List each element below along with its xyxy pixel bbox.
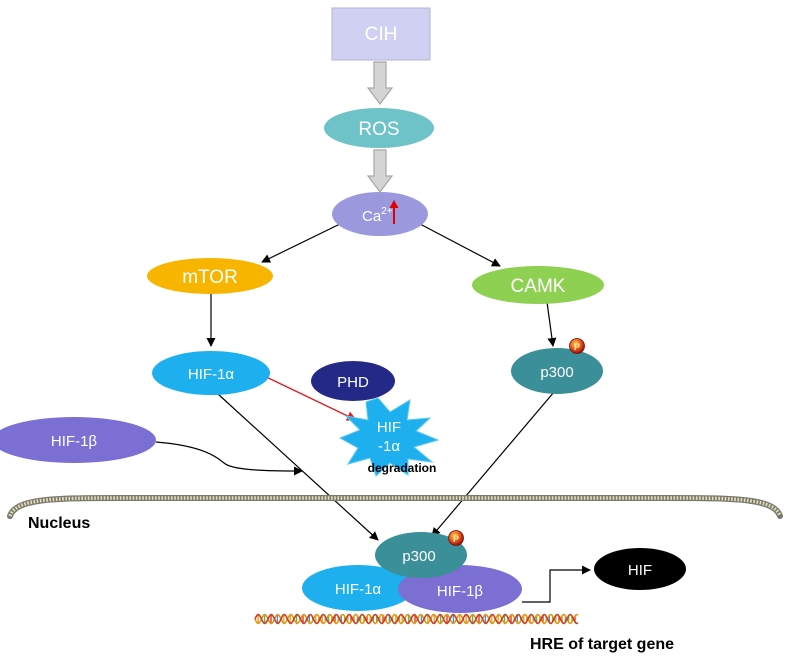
arrow-complex-hif xyxy=(522,565,591,603)
dna-backbone xyxy=(254,613,579,625)
hif-degradation-burst[interactable]: HIF -1α xyxy=(338,397,440,477)
p300-label: p300 xyxy=(540,364,573,381)
arrow-hif1b-degradation xyxy=(155,441,303,476)
hre-label: HRE of target gene xyxy=(530,636,674,653)
svg-text:P: P xyxy=(453,534,459,544)
complex-p300-label: p300 xyxy=(402,548,435,565)
complex-phospho-marker-icon: P xyxy=(448,530,464,546)
arrow-hif1a-degradation[interactable] xyxy=(259,373,357,421)
arrow-camk-p300 xyxy=(546,301,557,347)
hif-output-label: HIF xyxy=(628,562,652,579)
arrow-p300-complex xyxy=(431,391,555,537)
cih-label: CIH xyxy=(365,24,398,45)
block-arrow-cih-ros xyxy=(366,61,394,105)
degradation-label: degradation xyxy=(368,461,437,475)
hif1b-label: HIF-1β xyxy=(51,433,98,450)
p300-node[interactable]: p300 xyxy=(511,348,603,394)
phd-node[interactable]: PHD xyxy=(311,361,395,401)
hif1b-node[interactable]: HIF-1β xyxy=(0,417,156,463)
block-arrow-ros-calcium xyxy=(366,149,394,193)
mtor-label: mTOR xyxy=(182,267,238,288)
calcium-node[interactable]: Ca2+ xyxy=(332,192,428,236)
arrow-hif1a-complex xyxy=(217,393,379,541)
hif-output-node[interactable]: HIF xyxy=(594,548,686,590)
camk-node[interactable]: CAMK xyxy=(472,266,604,304)
dna-backbone xyxy=(254,613,579,625)
nucleus-label: Nucleus xyxy=(28,515,90,532)
arrow-calcium-camk xyxy=(419,223,501,267)
ros-label: ROS xyxy=(358,119,399,140)
complex-hif1a-label: HIF-1α xyxy=(335,581,382,598)
hif-degraded-label-line2: -1α xyxy=(378,438,400,455)
up-arrow-icon xyxy=(389,200,399,224)
complex-p300-node[interactable]: p300 xyxy=(375,532,467,578)
hif-degraded-label-line1: HIF xyxy=(377,419,401,436)
complex-hif1b-label: HIF-1β xyxy=(437,583,484,600)
ros-node[interactable]: ROS xyxy=(324,108,434,148)
camk-label: CAMK xyxy=(511,276,566,297)
arrow-calcium-mtor xyxy=(261,223,341,263)
hif1a-node[interactable]: HIF-1α xyxy=(152,351,270,395)
dna-strand xyxy=(254,613,579,625)
hif1a-label: HIF-1α xyxy=(188,366,235,383)
calcium-label: Ca2+ xyxy=(362,206,393,225)
phospho-marker-icon: P xyxy=(569,338,585,354)
svg-text:P: P xyxy=(574,342,580,352)
complex-hif1a-node[interactable]: HIF-1α xyxy=(302,565,414,611)
mtor-node[interactable]: mTOR xyxy=(147,258,273,294)
nucleus-membrane xyxy=(7,495,783,519)
phd-label: PHD xyxy=(337,374,369,391)
cih-node[interactable]: CIH xyxy=(331,7,431,61)
